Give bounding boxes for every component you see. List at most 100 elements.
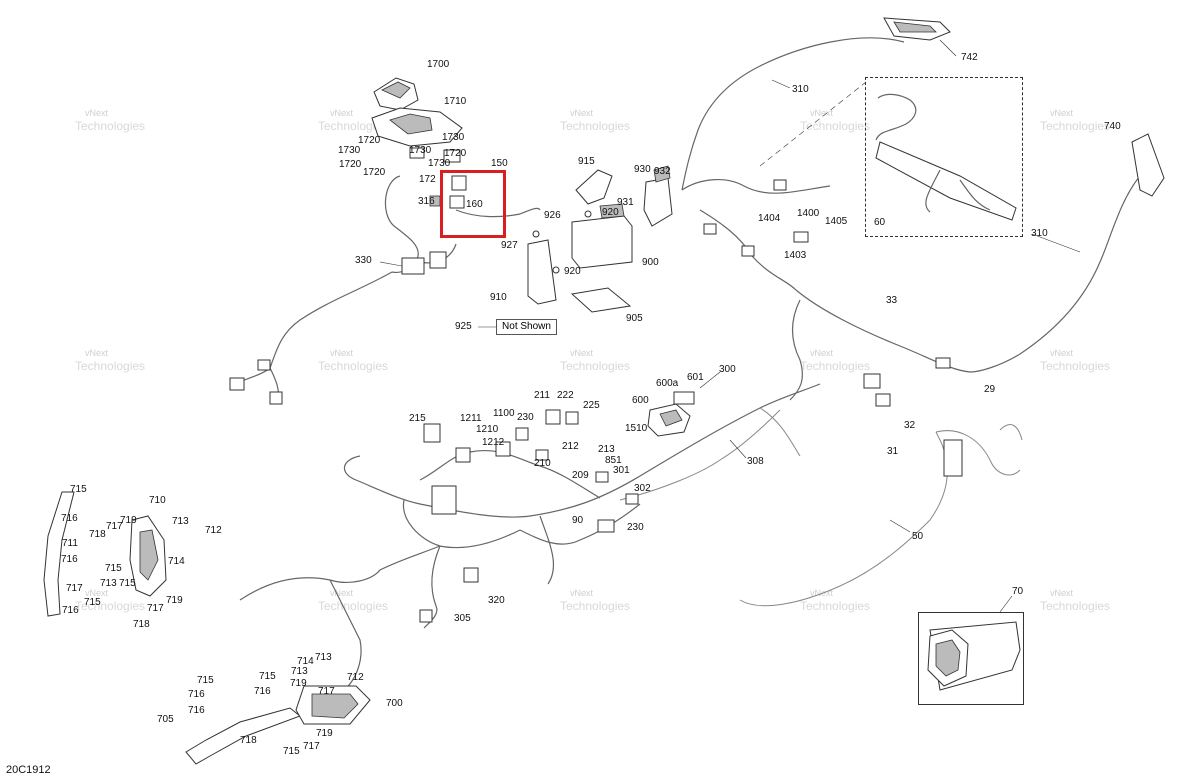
part-label[interactable]: 1404 (758, 213, 781, 224)
part-label[interactable]: 717 (106, 521, 123, 532)
part-label[interactable]: 932 (654, 166, 671, 177)
part-label[interactable]: 90 (572, 515, 584, 526)
part-label[interactable]: 302 (634, 483, 651, 494)
part-label[interactable]: 718 (240, 735, 257, 746)
part-label[interactable]: 713 (100, 578, 117, 589)
part-label[interactable]: 225 (583, 400, 600, 411)
part-label[interactable]: 1400 (797, 208, 820, 219)
part-label[interactable]: 32 (904, 420, 916, 431)
part-label[interactable]: 50 (912, 531, 924, 542)
part-label[interactable]: 931 (617, 197, 634, 208)
part-label[interactable]: 1720 (358, 135, 381, 146)
part-label[interactable]: 717 (66, 583, 83, 594)
part-label[interactable]: 230 (517, 412, 534, 423)
part-label[interactable]: 719 (120, 515, 137, 526)
part-label[interactable]: 920 (602, 207, 619, 218)
part-label[interactable]: 1720 (339, 159, 362, 170)
part-label[interactable]: 930 (634, 164, 651, 175)
part-label[interactable]: 715 (70, 484, 87, 495)
part-label[interactable]: 715 (84, 597, 101, 608)
part-label[interactable]: 915 (578, 156, 595, 167)
part-label[interactable]: 715 (259, 671, 276, 682)
part-label[interactable]: 715 (197, 675, 214, 686)
part-label[interactable]: 70 (1012, 586, 1024, 597)
part-label[interactable]: 926 (544, 210, 561, 221)
part-label[interactable]: 716 (254, 686, 271, 697)
part-label[interactable]: 230 (627, 522, 644, 533)
part-label[interactable]: 210 (534, 458, 551, 469)
part-label[interactable]: 715 (283, 746, 300, 757)
part-label[interactable]: 301 (613, 465, 630, 476)
part-label[interactable]: 1730 (428, 158, 451, 169)
part-label[interactable]: 1700 (427, 59, 450, 70)
part-label[interactable]: 1405 (825, 216, 848, 227)
part-label[interactable]: 1211 (460, 413, 482, 424)
part-label[interactable]: 601 (687, 372, 704, 383)
part-label[interactable]: 172 (419, 174, 436, 185)
part-label[interactable]: 305 (454, 613, 471, 624)
part-label[interactable]: 710 (149, 495, 166, 506)
part-label[interactable]: 905 (626, 313, 643, 324)
part-label[interactable]: 1710 (444, 96, 467, 107)
part-label[interactable]: 1720 (363, 167, 386, 178)
part-label[interactable]: 308 (747, 456, 764, 467)
part-label[interactable]: 300 (719, 364, 736, 375)
part-label[interactable]: 713 (315, 652, 332, 663)
part-label[interactable]: 60 (874, 217, 886, 228)
part-label[interactable]: 714 (168, 556, 185, 567)
part-label[interactable]: 713 (291, 666, 308, 677)
part-label[interactable]: 222 (557, 390, 574, 401)
part-label[interactable]: 851 (605, 455, 622, 466)
part-label[interactable]: 900 (642, 257, 659, 268)
part-label[interactable]: 310 (792, 84, 809, 95)
part-label[interactable]: 920 (564, 266, 581, 277)
part-label[interactable]: 716 (62, 605, 79, 616)
part-label[interactable]: 700 (386, 698, 403, 709)
part-label[interactable]: 1510 (625, 423, 648, 434)
part-label[interactable]: 215 (409, 413, 426, 424)
part-label[interactable]: 717 (303, 741, 320, 752)
part-label[interactable]: 29 (984, 384, 996, 395)
part-label[interactable]: 212 (562, 441, 579, 452)
part-label[interactable]: 160 (466, 199, 483, 210)
part-label[interactable]: 600 (632, 395, 649, 406)
part-label[interactable]: 1210 (476, 424, 499, 435)
part-label[interactable]: 927 (501, 240, 518, 251)
part-label[interactable]: 1730 (338, 145, 361, 156)
part-label[interactable]: 1720 (444, 148, 467, 159)
part-label[interactable]: 925 (455, 321, 472, 332)
part-label[interactable]: 705 (157, 714, 174, 725)
part-label[interactable]: 1100 (493, 408, 515, 419)
part-label[interactable]: 1730 (442, 132, 465, 143)
part-label[interactable]: 717 (147, 603, 164, 614)
part-label[interactable]: 1212 (482, 437, 505, 448)
part-label[interactable]: 712 (347, 672, 364, 683)
part-label[interactable]: 716 (61, 554, 78, 565)
part-label[interactable]: 910 (490, 292, 507, 303)
part-label[interactable]: 150 (491, 158, 508, 169)
part-label[interactable]: 717 (318, 686, 335, 697)
part-label[interactable]: 740 (1104, 121, 1121, 132)
part-label[interactable]: 715 (105, 563, 122, 574)
part-label[interactable]: 718 (89, 529, 106, 540)
part-label[interactable]: 719 (316, 728, 333, 739)
part-label[interactable]: 31 (887, 446, 899, 457)
part-label[interactable]: 719 (166, 595, 183, 606)
part-label[interactable]: 320 (488, 595, 505, 606)
part-label[interactable]: 213 (598, 444, 615, 455)
part-label[interactable]: 1403 (784, 250, 807, 261)
part-label[interactable]: 712 (205, 525, 222, 536)
part-label[interactable]: 742 (961, 52, 978, 63)
part-label[interactable]: 716 (188, 689, 205, 700)
part-label[interactable]: 209 (572, 470, 589, 481)
part-label[interactable]: 716 (61, 513, 78, 524)
part-label[interactable]: 713 (172, 516, 189, 527)
part-label[interactable]: 600a (656, 378, 679, 389)
part-label[interactable]: 211 (534, 390, 550, 401)
part-label[interactable]: 33 (886, 295, 898, 306)
part-label[interactable]: 718 (133, 619, 150, 630)
part-label[interactable]: 715 (119, 578, 136, 589)
part-label[interactable]: 330 (355, 255, 372, 266)
part-label[interactable]: 719 (290, 678, 307, 689)
part-label[interactable]: 716 (188, 705, 205, 716)
